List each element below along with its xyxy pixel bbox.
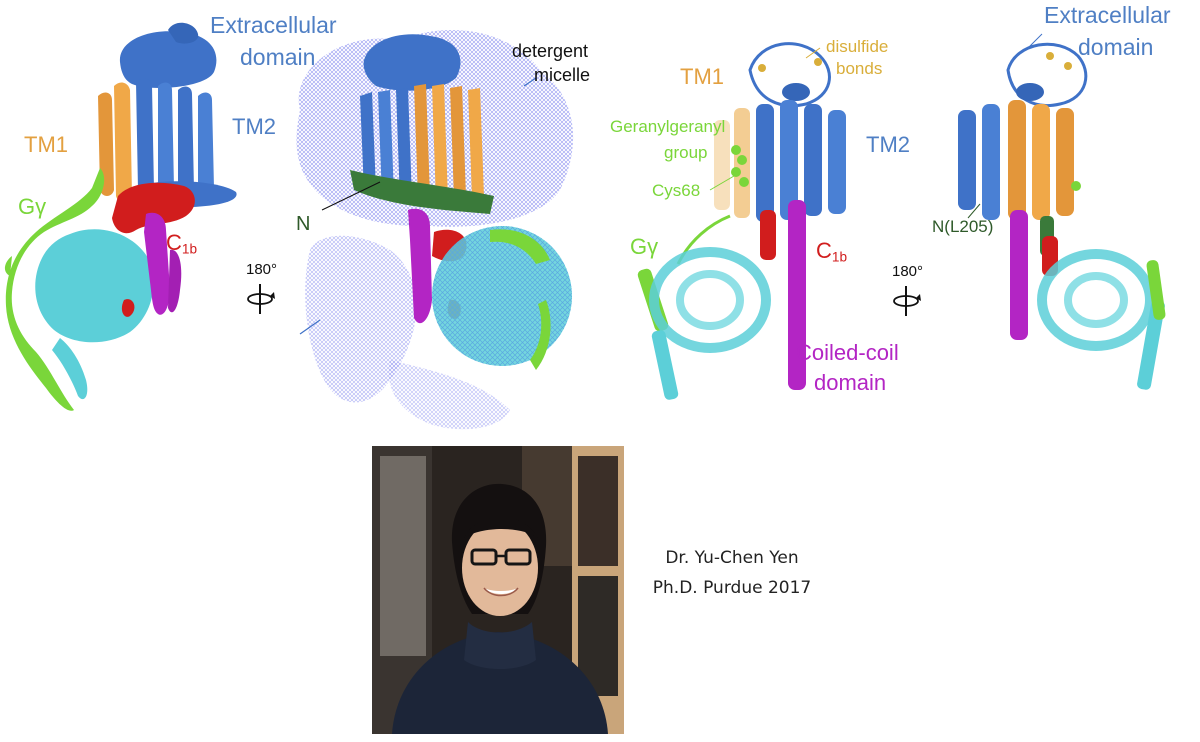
panel-ribbon-rotated <box>928 0 1200 420</box>
rotate-180-icon <box>893 286 921 316</box>
panel-a-ggamma-label: Gγ <box>18 194 47 219</box>
panel-a-tm2-label: TM2 <box>232 114 276 139</box>
panel-c-ggamma-label: Gγ <box>630 234 659 259</box>
panel-c-disulfide-label: disulfide <box>826 37 889 56</box>
panel-a-extracellular-label: Extracellular <box>210 12 337 38</box>
panel-ribbon-front <box>610 0 900 420</box>
panel-d-extracellular-label: Extracellular <box>1044 2 1171 28</box>
ribbon-rotated-illustration <box>958 33 1166 390</box>
panel-d-domain-label: domain <box>1078 34 1154 60</box>
panel-a-c1b-label: C1b <box>166 230 198 257</box>
panel-density-micelle <box>280 0 600 440</box>
panel-c-coiled-coil-label: Coiled-coil <box>796 340 899 365</box>
micelle-density-illustration <box>296 30 574 430</box>
panel-b-detergent-label: detergent <box>512 41 589 61</box>
rotation-label-right: 180° <box>892 263 924 280</box>
panel-a-domain-label: domain <box>240 44 316 70</box>
panel-c-tm2-label: TM2 <box>866 132 910 157</box>
portrait-illustration <box>372 446 624 734</box>
panel-c-cys68-label: Cys68 <box>652 181 701 200</box>
panel-c-tm1-label: TM1 <box>680 64 724 89</box>
ribbon-front-illustration <box>637 42 846 400</box>
density-map-illustration <box>4 22 237 411</box>
panel-a-tm1-label: TM1 <box>24 132 68 157</box>
rotate-180-icon <box>247 284 275 314</box>
panel-density-map <box>0 0 260 430</box>
panel-c-domain-label: domain <box>814 370 887 395</box>
portrait-photo <box>372 446 624 734</box>
panel-c-c1b-label: C1b <box>816 238 848 265</box>
panel-c-geranylgeranyl-label: Geranylgeranyl <box>610 117 726 136</box>
panel-b-n-term-label: N <box>296 213 311 235</box>
panel-c-bonds-label: bonds <box>836 59 883 78</box>
panel-d-n-l205-label: N(L205) <box>932 217 994 236</box>
panel-c-group-label: group <box>664 143 708 162</box>
caption-name: Dr. Yu-Chen Yen <box>665 548 799 568</box>
caption-degree: Ph.D. Purdue 2017 <box>652 578 812 598</box>
rotation-label-left: 180° <box>246 261 278 278</box>
panel-b-micelle-label: micelle <box>534 65 591 85</box>
